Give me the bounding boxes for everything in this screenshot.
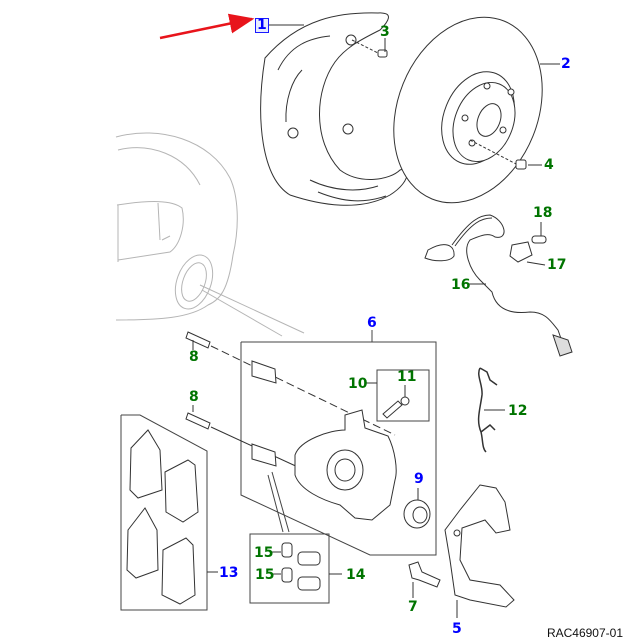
abs-sensor-harness — [424, 214, 573, 357]
callout-7[interactable]: 7 — [408, 599, 418, 615]
piston-seal — [403, 499, 431, 529]
harness-bracket — [509, 235, 547, 263]
callout-15-lower[interactable]: 15 — [255, 567, 275, 583]
guide-pin-kit-frame — [249, 471, 330, 604]
callout-15-upper[interactable]: 15 — [254, 545, 274, 561]
callout-3[interactable]: 3 — [380, 24, 390, 40]
caliper-body — [294, 409, 397, 521]
anti-rattle-spring — [477, 367, 498, 453]
callout-18[interactable]: 18 — [533, 205, 553, 221]
pointer-arrow — [159, 13, 255, 40]
brake-disc — [393, 16, 543, 204]
guide-pin-lower — [185, 412, 301, 469]
callout-8-lower[interactable]: 8 — [189, 389, 199, 405]
callout-10[interactable]: 10 — [348, 376, 368, 392]
brake-disc-shield — [260, 12, 408, 206]
callout-1[interactable]: 1 — [255, 17, 269, 33]
bleed-screw — [382, 396, 410, 419]
callout-8-upper[interactable]: 8 — [189, 349, 199, 365]
guide-pin-boots — [281, 542, 321, 591]
callout-5[interactable]: 5 — [452, 621, 462, 637]
vehicle-silhouette — [115, 132, 305, 337]
caliper-assembly-frame — [240, 330, 437, 556]
caliper-carrier — [444, 484, 515, 608]
callout-4[interactable]: 4 — [544, 157, 554, 173]
disc-retaining-screw — [469, 139, 527, 170]
brake-pads — [126, 429, 199, 605]
callout-2[interactable]: 2 — [561, 56, 571, 72]
brake-pad-frame — [120, 414, 208, 611]
callout-9[interactable]: 9 — [414, 471, 424, 487]
diagram-reference-code: RAC46907-01 — [546, 626, 623, 640]
callout-11[interactable]: 11 — [397, 369, 417, 385]
callout-17[interactable]: 17 — [547, 257, 567, 273]
bleed-screw-kit-frame — [376, 369, 430, 422]
callout-6[interactable]: 6 — [367, 315, 377, 331]
callout-13[interactable]: 13 — [219, 565, 239, 581]
callout-16[interactable]: 16 — [451, 277, 471, 293]
guide-pin-upper — [185, 331, 396, 436]
callout-14[interactable]: 14 — [346, 567, 366, 583]
shield-bolt — [351, 39, 388, 58]
callout-12[interactable]: 12 — [508, 403, 528, 419]
carrier-bolt — [408, 561, 441, 588]
leader-lines — [192, 24, 560, 618]
